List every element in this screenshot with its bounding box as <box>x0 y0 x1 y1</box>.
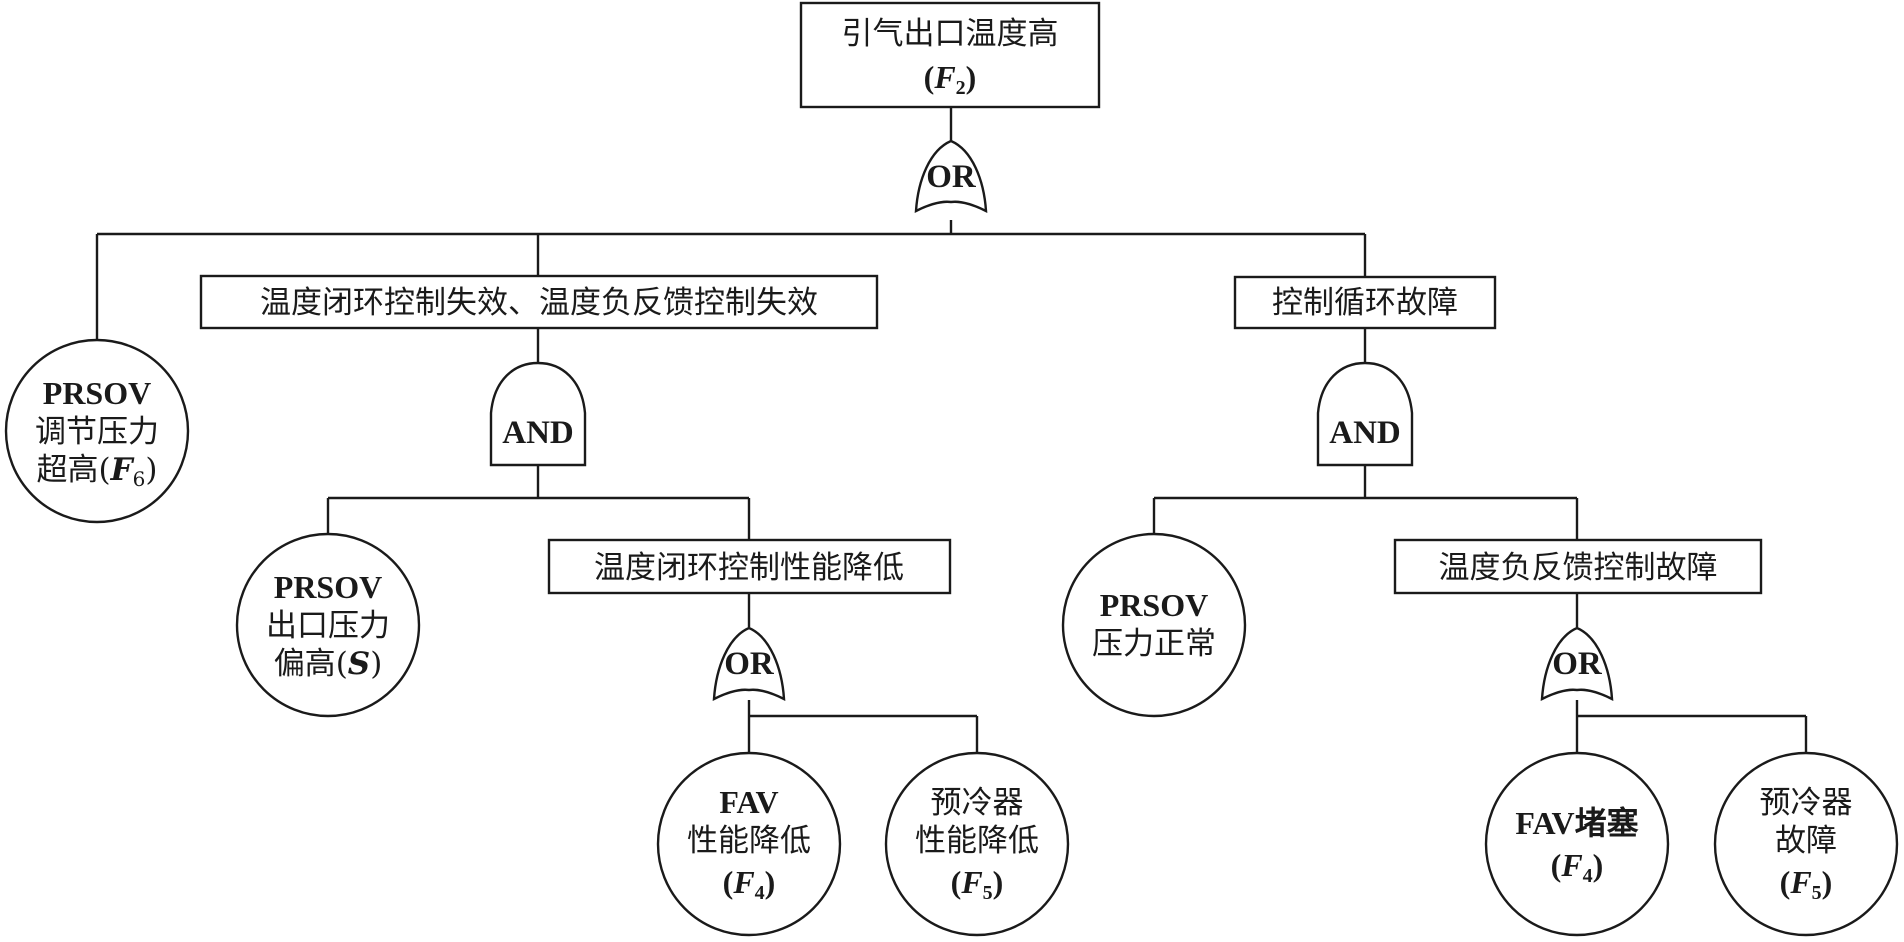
event-label: 温度闭环控制性能降低 <box>594 550 904 586</box>
gate-label: OR <box>724 646 775 682</box>
event-label-line2: 故障 <box>1775 823 1837 859</box>
connectors <box>95 107 1808 753</box>
event-label-line1: PRSOV <box>1100 587 1208 623</box>
and-gate-left: AND <box>489 361 587 467</box>
intermediate-event-right: 控制循环故障 <box>1233 275 1497 330</box>
or-gate-right-sub: OR <box>1540 626 1614 702</box>
event-label: 温度闭环控制失效、温度负反馈控制失效 <box>260 285 818 321</box>
basic-event-f6: PRSOV 调节压力 超高(F6) <box>4 338 190 524</box>
event-label-line1: PRSOV <box>274 569 382 605</box>
top-event-box <box>799 1 1101 109</box>
top-event-code: (F2) <box>924 59 977 99</box>
event-label: 控制循环故障 <box>1272 285 1458 321</box>
intermediate-event-left: 温度闭环控制失效、温度负反馈控制失效 <box>199 274 879 330</box>
basic-event-prsov-normal: PRSOV 压力正常 <box>1061 532 1247 718</box>
event-label-line1: FAV堵塞 <box>1515 805 1638 841</box>
basic-event-fav-blockage: FAV堵塞 (F4) <box>1484 751 1670 937</box>
event-label-line2: 出口压力 <box>266 608 390 644</box>
event-label-line3: 偏高(S) <box>274 646 383 682</box>
or-gate-top: OR <box>914 139 988 214</box>
event-label-line1: FAV <box>719 784 778 820</box>
or-gate-left-sub: OR <box>712 626 786 702</box>
event-circle <box>4 338 190 524</box>
intermediate-event-left-sub: 温度闭环控制性能降低 <box>547 538 952 595</box>
top-event-title: 引气出口温度高 <box>842 16 1059 52</box>
gate-label: AND <box>502 415 574 451</box>
event-label-line2: 性能降低 <box>687 823 811 859</box>
event-label-line2: 调节压力 <box>35 414 159 450</box>
event-code: (F4) <box>723 864 776 904</box>
event-label-line1: 预冷器 <box>931 785 1024 821</box>
and-gate-right: AND <box>1316 361 1414 467</box>
top-event-node: 引气出口温度高 (F2) <box>799 1 1101 109</box>
event-label-line3: 超高(F6) <box>37 452 158 491</box>
gate-label: AND <box>1329 415 1401 451</box>
event-label-line1: PRSOV <box>43 375 151 411</box>
event-code: (F4) <box>1551 847 1604 887</box>
gate-label: OR <box>926 159 977 195</box>
event-label-line2: 压力正常 <box>1092 626 1216 662</box>
basic-event-s: PRSOV 出口压力 偏高(S) <box>235 532 421 718</box>
event-label-line2: 性能降低 <box>915 823 1039 859</box>
basic-event-fav-performance: FAV 性能降低 (F4) <box>656 751 842 937</box>
basic-event-precooler-fault: 预冷器 故障 (F5) <box>1713 751 1899 937</box>
event-label-line1: 预冷器 <box>1760 785 1853 821</box>
intermediate-event-right-sub: 温度负反馈控制故障 <box>1393 538 1763 595</box>
event-label: 温度负反馈控制故障 <box>1439 550 1718 586</box>
basic-event-precooler-performance: 预冷器 性能降低 (F5) <box>884 751 1070 937</box>
event-code: (F5) <box>1780 864 1833 904</box>
event-code: (F5) <box>951 864 1004 904</box>
gate-label: OR <box>1552 646 1603 682</box>
